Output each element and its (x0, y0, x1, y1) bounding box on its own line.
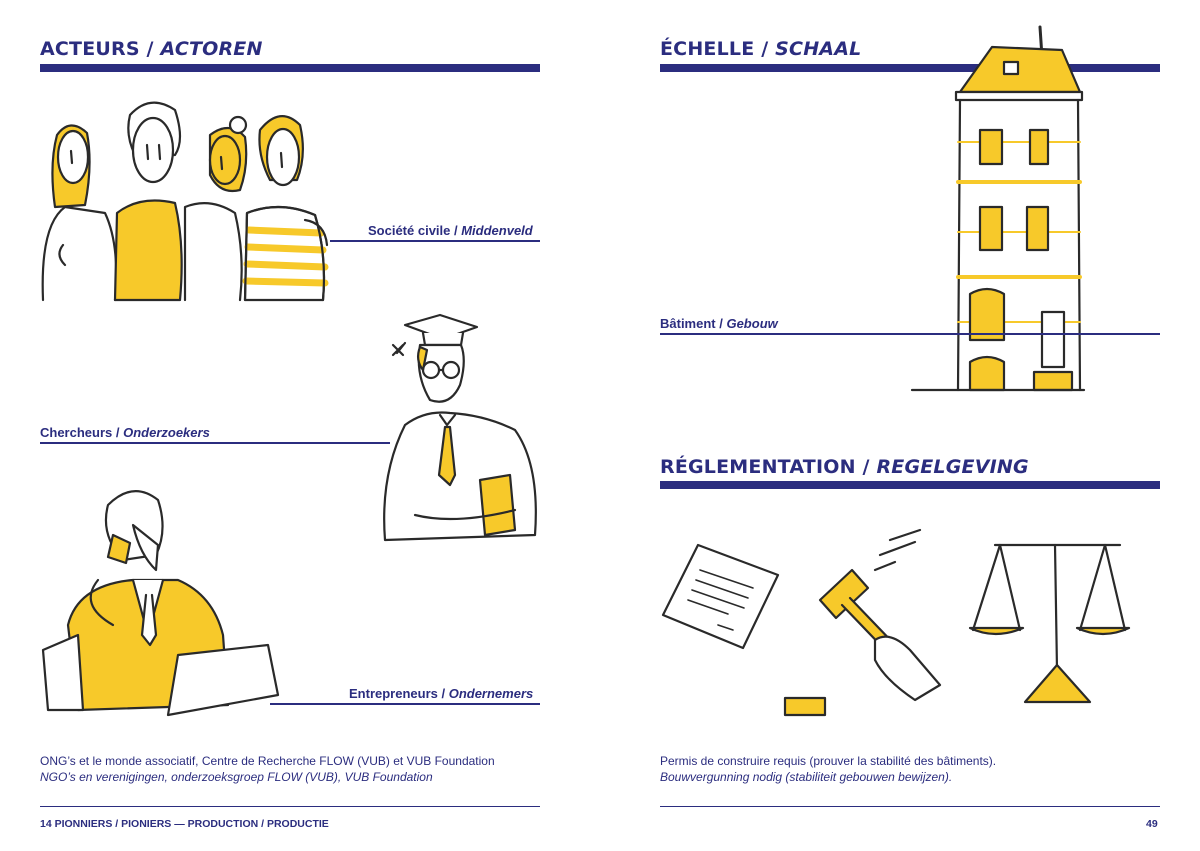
heading-scale-bar (660, 64, 1160, 72)
heading-actors: ACTEURS / ACTOREN (40, 38, 263, 60)
scales-of-justice-illustration (968, 543, 1131, 704)
gavel-illustration (783, 528, 942, 717)
heading-scale: ÉCHELLE / SCHAAL (660, 38, 862, 60)
label-entrepreneurs: Entrepreneurs / Ondernemers (349, 686, 534, 701)
label-researchers-line (40, 442, 390, 444)
footer-rule-left (40, 806, 540, 807)
civil-society-illustration (41, 101, 329, 302)
researcher-illustration (383, 313, 537, 542)
label-civil-society-line (330, 240, 540, 242)
label-civil-society: Société civile / Middenveld (368, 223, 533, 238)
heading-regulation: RÉGLEMENTATION / REGELGEVING (660, 456, 1029, 478)
permit-document-illustration (661, 543, 780, 650)
building-illustration (910, 25, 1086, 392)
right-caption: Permis de construire requis (prouver la … (660, 754, 997, 784)
label-entrepreneurs-line (270, 703, 540, 705)
label-building: Bâtiment / Gebouw (660, 316, 778, 331)
heading-actors-bar (40, 64, 540, 72)
left-caption: ONG’s et le monde associatif, Centre de … (40, 754, 495, 784)
page-number: 49 (1146, 818, 1158, 830)
label-researchers: Chercheurs / Onderzoekers (40, 425, 210, 440)
entrepreneur-illustration (41, 490, 280, 717)
footer-left-text: 14 PIONNIERS / PIONIERS — PRODUCTION / P… (40, 818, 329, 830)
label-building-line (660, 333, 1160, 335)
heading-regulation-bar (660, 481, 1160, 489)
footer-rule-right (660, 806, 1160, 807)
